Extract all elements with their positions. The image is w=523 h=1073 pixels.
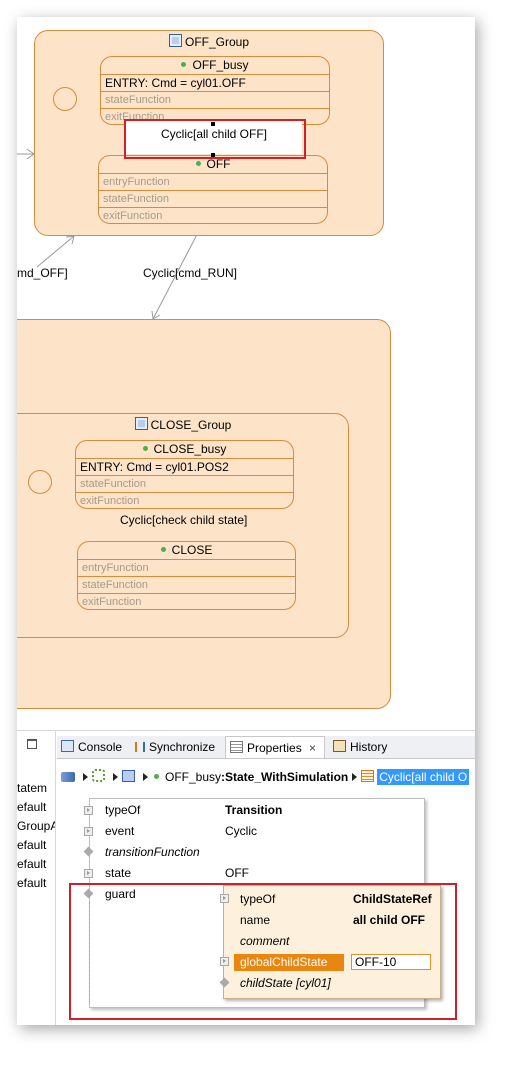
guard-key: childState [cyl01]	[240, 976, 331, 990]
list-item[interactable]: GroupA	[17, 819, 55, 833]
composite-state-icon[interactable]	[122, 770, 135, 782]
prop-key: event	[105, 824, 135, 838]
state-row: entryFunction	[99, 173, 327, 190]
close-tab-icon[interactable]: ×	[309, 741, 317, 755]
tab-history[interactable]: History	[333, 736, 387, 758]
breadcrumb: OFF_busy:State_WithSimulation Cyclic[all …	[61, 767, 470, 787]
highlight-box	[69, 883, 457, 1020]
guard-key: name	[240, 913, 271, 927]
breadcrumb-state[interactable]: OFF_busy	[165, 770, 222, 784]
composite-state-icon	[168, 34, 182, 47]
restore-icon[interactable]	[27, 739, 37, 749]
model-icon[interactable]	[61, 772, 75, 782]
tab-synchronize[interactable]: Synchronize	[135, 736, 215, 758]
prop-value[interactable]: OFF	[225, 866, 249, 880]
transition-label-bg	[126, 121, 302, 154]
statemachine-icon[interactable]	[92, 769, 105, 782]
transition-label-cmd-off[interactable]: md_OFF]	[17, 266, 68, 280]
breadcrumb-arrow-icon	[143, 773, 148, 781]
prop-value[interactable]: Transition	[225, 803, 283, 817]
guard-value[interactable]: ChildStateRef	[353, 892, 432, 906]
transition-label-all-child-off[interactable]: Cyclic[all child OFF]	[161, 127, 268, 141]
initial-state-icon[interactable]	[53, 87, 77, 111]
state-off-busy[interactable]: OFF_busy ENTRY: Cmd = cyl01.OFF stateFun…	[100, 56, 330, 125]
selected-key-bg	[234, 954, 344, 971]
list-item[interactable]: efault	[17, 876, 47, 890]
state-row: stateFunction	[78, 576, 295, 593]
expand-icon[interactable]	[220, 894, 229, 903]
prop-key: guard	[105, 887, 136, 901]
expand-icon[interactable]	[84, 827, 93, 836]
off-group-title: OFF_Group	[35, 33, 383, 51]
list-item[interactable]: efault	[17, 800, 47, 814]
prop-key: typeOf	[105, 803, 141, 817]
screenshot-frame: OFF_Group OFF_busy ENTRY: Cmd = cyl01.OF…	[17, 17, 475, 1025]
properties-icon	[230, 741, 243, 753]
state-dot-icon	[160, 547, 166, 552]
state-row: exitFunction	[99, 207, 327, 223]
breadcrumb-arrow-icon	[352, 773, 358, 781]
composite-state-icon	[134, 417, 148, 430]
close-group-title: CLOSE_Group	[18, 416, 348, 434]
state-off[interactable]: OFF entryFunction stateFunction exitFunc…	[98, 155, 328, 224]
breadcrumb-arrow-icon	[83, 773, 88, 781]
breadcrumb-selected-transition[interactable]: Cyclic[all child O	[377, 769, 470, 785]
guard-key: comment	[240, 934, 290, 948]
tab-console[interactable]: Console	[61, 736, 122, 758]
guard-properties-box	[223, 885, 441, 999]
state-close[interactable]: CLOSE entryFunction stateFunction exitFu…	[77, 541, 296, 610]
state-row: ENTRY: Cmd = cyl01.OFF	[101, 74, 329, 91]
state-row: stateFunction	[99, 190, 327, 207]
state-row: stateFunction	[101, 91, 329, 108]
expand-icon[interactable]	[84, 869, 93, 878]
selection-handle[interactable]	[211, 153, 215, 157]
guard-value[interactable]: all child OFF	[353, 913, 426, 927]
state-row: stateFunction	[76, 475, 293, 492]
state-row: exitFunction	[76, 492, 293, 508]
synchronize-icon	[135, 742, 145, 752]
initial-state-icon[interactable]	[28, 470, 52, 494]
transition-label-cmd-run[interactable]: Cyclic[cmd_RUN]	[143, 266, 238, 280]
console-icon	[61, 740, 74, 752]
state-dot-icon	[154, 774, 159, 779]
breadcrumb-type[interactable]: :State_WithSimulation	[221, 770, 349, 784]
view-tabs: Console Synchronize Properties × History	[57, 736, 475, 759]
state-dot-icon	[142, 446, 148, 451]
expand-icon[interactable]	[84, 806, 93, 815]
tree-guide	[89, 902, 91, 1002]
list-item[interactable]: tatem	[17, 781, 48, 795]
transition-icon	[361, 770, 375, 782]
state-dot-icon	[181, 62, 187, 67]
panel-divider	[17, 730, 475, 731]
selection-handle[interactable]	[211, 122, 215, 126]
expand-icon[interactable]	[220, 957, 229, 966]
prop-key: transitionFunction	[105, 845, 200, 859]
outline-pane: tatem efault GroupA efault efault efault	[17, 731, 56, 1025]
tab-properties[interactable]: Properties ×	[225, 736, 325, 758]
state-row: exitFunction	[78, 593, 295, 609]
prop-key: state	[105, 866, 132, 880]
guard-key: typeOf	[240, 892, 276, 906]
guard-key-selected[interactable]: globalChildState	[240, 955, 328, 969]
history-icon	[333, 740, 346, 752]
state-dot-icon	[195, 161, 201, 166]
breadcrumb-arrow-icon	[113, 773, 118, 781]
state-row: ENTRY: Cmd = cyl01.POS2	[76, 458, 293, 475]
list-item[interactable]: efault	[17, 838, 47, 852]
transition-label-check-child-state[interactable]: Cyclic[check child state]	[120, 513, 248, 527]
global-child-state-input[interactable]	[351, 954, 431, 970]
state-close-busy[interactable]: CLOSE_busy ENTRY: Cmd = cyl01.POS2 state…	[75, 440, 294, 509]
prop-value[interactable]: Cyclic	[225, 824, 257, 838]
state-row: entryFunction	[78, 559, 295, 576]
outline-list: tatem efault GroupA efault efault efault	[17, 779, 55, 893]
highlight-box	[124, 119, 306, 159]
list-item[interactable]: efault	[17, 857, 47, 871]
